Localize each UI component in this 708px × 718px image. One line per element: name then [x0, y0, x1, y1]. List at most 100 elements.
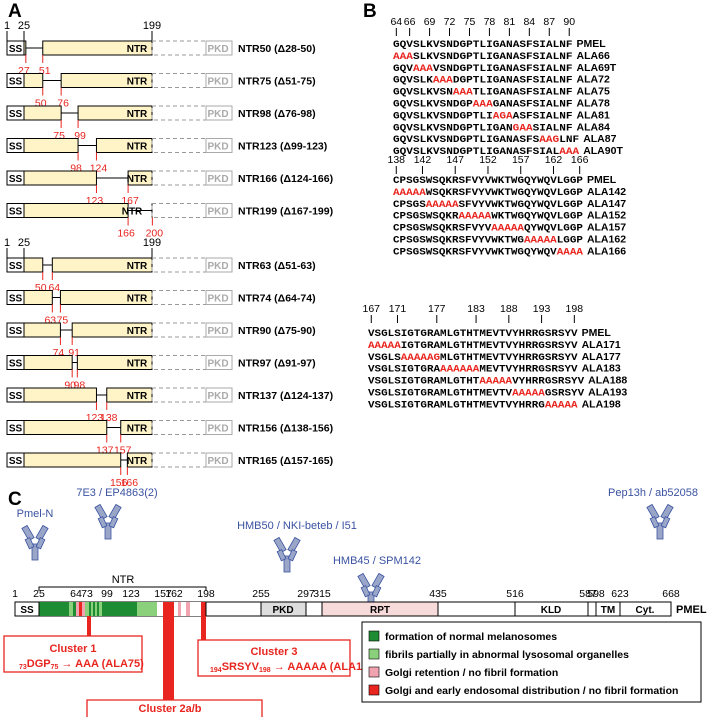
seq-mutated: AAAA: [557, 247, 583, 258]
panel-a-axis-group2: 1 25 199: [4, 237, 161, 259]
pkd-label: PKD: [207, 77, 228, 88]
domain-ss: SS: [20, 605, 34, 616]
cut-label: 63: [44, 315, 56, 327]
seq-part: VSGLSIGTGRAMLGTHTMEVTVYHRRG: [368, 400, 545, 411]
seq-part: GANASFSIALNF: [493, 100, 573, 111]
mutant-label: ALA66: [577, 50, 610, 62]
antibody-arm: [646, 503, 660, 521]
construct-label: NTR50 (Δ28-50): [238, 43, 316, 55]
position-label: 598: [587, 588, 605, 600]
residue-number: 171: [389, 303, 407, 315]
axis-tick-label: 199: [143, 237, 161, 249]
seq-part: IGTGRAMLGTHTMEVTVYHRRGSRSYV: [401, 341, 578, 352]
seq-part: GQVSLKVSNDGPTLIGAN: [393, 123, 513, 134]
residue-number: 78: [484, 16, 496, 28]
position-label: 162: [165, 588, 183, 600]
mutant-label: PMEL: [582, 327, 612, 339]
residue-number: 72: [444, 16, 456, 28]
seq-mutated: AAAAA: [512, 389, 545, 400]
domain-pkd: PKD: [272, 605, 293, 616]
pkd-label: PKD: [207, 174, 228, 185]
cut-label: 90: [64, 380, 76, 392]
ss-label: SS: [9, 174, 23, 185]
ntr-segment: [23, 355, 73, 370]
antibody-arm: [97, 516, 108, 529]
ss-label: SS: [9, 294, 23, 305]
antibody-arm: [273, 536, 287, 554]
ntr-label: NTR: [127, 77, 148, 88]
cluster1-rest: → AAA (ALA75): [58, 658, 144, 670]
panel-label-a: A: [8, 1, 22, 22]
cut-label: 76: [57, 98, 69, 110]
residue-number: 177: [428, 303, 446, 315]
ss-label: SS: [9, 326, 23, 337]
antibody-arm: [371, 585, 382, 598]
seq-part: VSGLSIGTGRAMLGTHTMEVTV: [368, 389, 512, 400]
domain-rpt: RPT: [370, 605, 390, 616]
antibody-icon: [273, 536, 301, 573]
seq-part: QYWQVLGGP: [524, 224, 583, 235]
construct-label: NTR156 (Δ138-156): [238, 423, 333, 435]
cut-label: 75: [53, 130, 65, 142]
antibody-stem: [31, 543, 39, 561]
legend-swatch: [368, 648, 380, 660]
position-label: 297: [297, 588, 315, 600]
seq-mutated: AAAAA: [458, 212, 491, 223]
mutant-label: ALA142: [587, 186, 626, 198]
construct-label: NTR90 (Δ75-90): [238, 325, 316, 337]
seq-part: VSGLSIGTGRAMLGTHT: [368, 377, 479, 388]
antibody-arm: [357, 572, 371, 590]
position-label: 668: [662, 588, 680, 600]
pkd-label: PKD: [207, 424, 228, 435]
legend-label: Golgi and early endosomal distribution /…: [385, 685, 678, 697]
construct-label: NTR75 (Δ51-75): [238, 76, 316, 88]
construct-label: NTR199 (Δ167-199): [238, 206, 333, 218]
cut-label: 91: [68, 347, 80, 359]
pmel-protein-bar: SS PKD RPT KLD TM Cyt. PMEL: [14, 601, 707, 617]
ntr-label: NTR: [127, 424, 148, 435]
legend-label: Golgi retention / no fibril formation: [385, 667, 558, 679]
mutant-label: ALA152: [587, 210, 626, 222]
antibody-arm: [108, 503, 122, 521]
mutant-label: ALA84: [577, 121, 610, 133]
construct-label: NTR137 (Δ124-137): [238, 390, 333, 402]
construct-label: NTR98 (Δ76-98): [238, 108, 316, 120]
seq-part: GQV: [393, 64, 413, 75]
seq-part: SLKVSNDGPTLIGANASFSIALNF: [413, 52, 573, 63]
pkd-box: [205, 138, 233, 153]
seq-mutated: AAA: [453, 88, 473, 99]
cluster3-seq: SRSYV: [222, 661, 260, 673]
seq-mutated: AAAAA: [426, 200, 459, 211]
residue-number: 64: [390, 16, 402, 28]
antibody-label-pmel-n: Pmel-N: [17, 508, 54, 520]
seq-part: CPSGSWSQKRSFVYVWKTWG: [393, 236, 524, 247]
mutant-label: PMEL: [587, 174, 617, 186]
ntr-segment: [23, 138, 79, 153]
seq-part: VYHRRGSRSYV: [512, 377, 584, 388]
mutant-label: ALA183: [582, 363, 621, 375]
ss-label: SS: [9, 77, 23, 88]
seq-part: WSQKRSFVYVWKTWGQYWQVLGGP: [426, 188, 583, 199]
ntr-segment: [23, 322, 61, 338]
antibody-arm: [276, 549, 287, 562]
mutant-label: ALA81: [577, 109, 610, 121]
antibody-icon: [21, 524, 49, 561]
mutant-label: ALA166: [587, 245, 626, 257]
cut-label: 51: [39, 65, 51, 77]
ntr-segment: [23, 105, 62, 121]
panel-c-pmel-domain-map: Pmel-N 7E3 / EP4863(2) HMB50 / NKI-beteb…: [3, 487, 707, 718]
ss-label: SS: [9, 142, 23, 153]
cluster3-box: Cluster 3 194SRSYV198 → AAAAA (ALA198): [197, 639, 378, 677]
residue-number: 183: [467, 303, 485, 315]
cluster3-title: Cluster 3: [250, 646, 297, 658]
ntr-segment: [23, 203, 129, 218]
